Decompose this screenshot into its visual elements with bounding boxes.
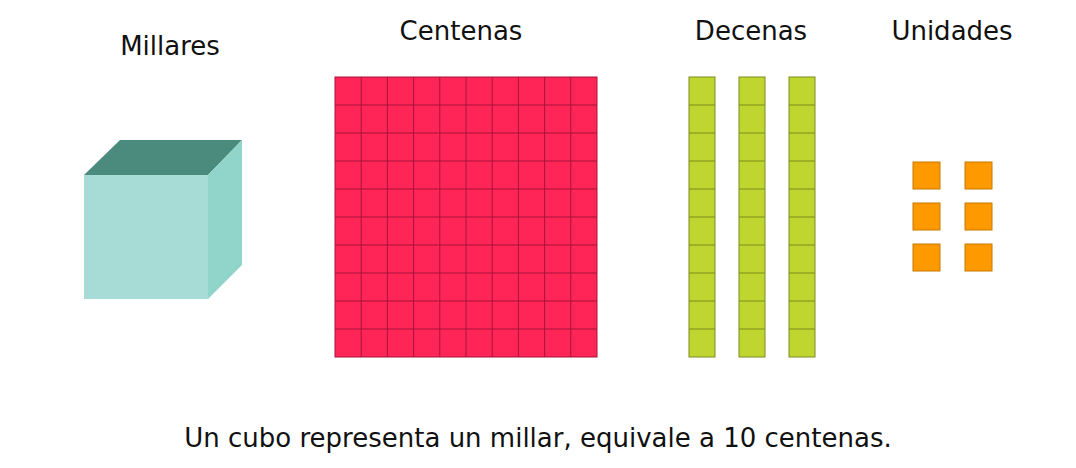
- unit: [965, 203, 992, 230]
- flat-grid: [335, 77, 597, 357]
- cube-front: [84, 175, 208, 299]
- unit: [913, 203, 940, 230]
- rod-grid: [689, 105, 815, 329]
- column-heading: Decenas: [695, 16, 807, 47]
- unit: [913, 162, 940, 189]
- unit-cubes: [913, 162, 992, 271]
- column-heading: Centenas: [400, 16, 523, 47]
- thousand-cube: [84, 140, 242, 299]
- column-heading: Unidades: [891, 16, 1012, 47]
- caption: Un cubo representa un millar, equivale a…: [184, 423, 891, 454]
- unit: [965, 244, 992, 271]
- column-heading: Millares: [120, 31, 220, 62]
- unit: [913, 244, 940, 271]
- cube-side: [208, 140, 242, 299]
- hundred-flat: [335, 77, 597, 357]
- flat-square: [335, 77, 597, 357]
- ten-rods: [689, 77, 815, 357]
- unit: [965, 162, 992, 189]
